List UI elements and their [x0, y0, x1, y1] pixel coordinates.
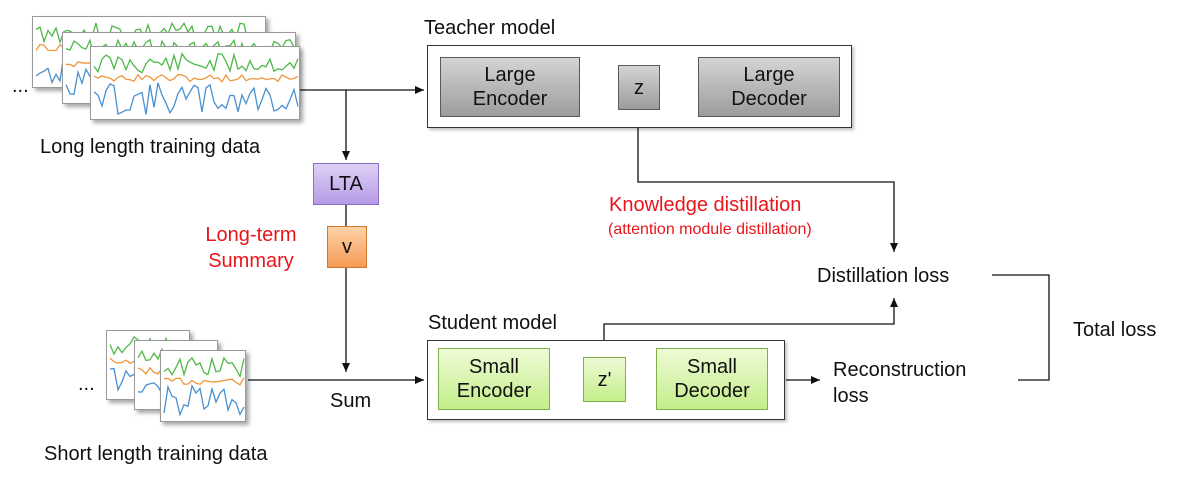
short-data-label: Short length training data	[44, 443, 268, 465]
orange-series-line	[163, 377, 245, 386]
latent-z-box: z	[618, 65, 660, 110]
bracket-total-loss	[992, 274, 1050, 381]
lta-box: LTA	[313, 163, 379, 205]
knowledge-distillation-subtitle: (attention module distillation)	[608, 221, 812, 238]
teacher-title: Teacher model	[424, 17, 556, 39]
short-data-chart-3	[160, 350, 246, 422]
total-loss-label: Total loss	[1073, 319, 1157, 341]
arrow-knowledge-distillation	[637, 110, 898, 252]
blue-series-line	[93, 82, 299, 115]
long-data-ellipsis: ...	[12, 75, 29, 97]
student-title: Student model	[428, 312, 557, 334]
orange-series-line	[93, 73, 299, 83]
long-data-chart-3	[90, 46, 300, 120]
knowledge-distillation-label: Knowledge distillation	[609, 194, 802, 216]
blue-series-line	[163, 384, 245, 417]
distillation-loss-label: Distillation loss	[817, 265, 950, 287]
short-data-ellipsis: ...	[78, 373, 95, 395]
long-data-label: Long length training data	[40, 136, 261, 158]
green-series-line	[163, 356, 245, 379]
green-series-line	[93, 52, 299, 74]
summary-vector-v-box: v	[327, 226, 367, 268]
latent-z-prime-box: z'	[583, 357, 626, 402]
sum-label: Sum	[330, 390, 372, 412]
